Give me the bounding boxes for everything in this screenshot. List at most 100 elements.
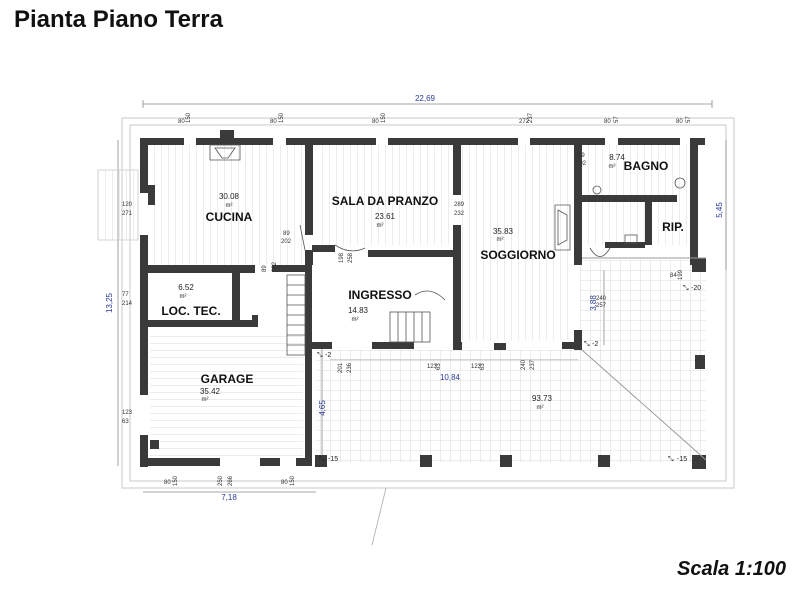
opening-label: 123 [122, 410, 133, 416]
opening-label: 120 [122, 202, 133, 208]
room-area-unit: m² [352, 317, 359, 323]
opening-label: 202 [272, 261, 278, 272]
level-marker-icon: ⤡ [584, 341, 590, 348]
room-cucina: 30.08 m² CUCINA [206, 192, 253, 224]
room-area-unit: m² [497, 237, 504, 243]
opening-label: 89 [283, 231, 290, 237]
opening-label: 250 [218, 475, 224, 486]
opening-label: 77 [122, 292, 129, 298]
opening-label: 257 [596, 303, 607, 309]
dim-garage-depth: 4,65 [318, 400, 327, 416]
level-marker-icon: ⤡ [319, 456, 325, 463]
opening-label: 89 [262, 265, 268, 272]
opening-label: 80 [164, 480, 171, 486]
opening-label: 232 [454, 211, 465, 217]
room-name: GARAGE [201, 372, 254, 386]
room-area-unit: m² [226, 203, 233, 209]
floor-hatching [97, 145, 706, 462]
room-name: CUCINA [206, 210, 253, 224]
opening-label: 289 [454, 202, 465, 208]
room-garage: GARAGE 35.42 m² [200, 372, 253, 403]
stairs [209, 144, 686, 356]
opening-label: 80 [676, 119, 683, 125]
level-markers: ⤡ -2 ⤡ -2 ⤡ -20 ⤡ -15 ⤡ -15 [317, 285, 701, 463]
opening-label: 84 [670, 273, 677, 279]
room-area: 23.61 [375, 212, 396, 221]
room-soggiorno: 35.83 m² SOGGIORNO [480, 227, 555, 262]
room-area: 35.83 [493, 227, 514, 236]
opening-label: 80 [270, 119, 277, 125]
level-portico-right: -20 [691, 285, 701, 292]
room-area: 8.74 [609, 153, 625, 162]
opening-label: 201 [338, 362, 344, 373]
room-ingresso: INGRESSO 14.83 m² [348, 288, 412, 323]
opening-label: 123 [471, 364, 482, 370]
opening-label: 150 [186, 112, 192, 123]
level-marker-icon: ⤡ [317, 352, 323, 359]
room-loc-tec: 6.52 m² LOC. TEC. [161, 283, 220, 318]
scale-label: Scala 1:100 [677, 558, 786, 580]
opening-label: 202 [281, 239, 292, 245]
opening-label: 57 [686, 116, 692, 123]
walls [140, 130, 706, 469]
opening-label: 272 [519, 119, 530, 125]
room-name: SOGGIORNO [480, 248, 555, 262]
opening-label: 198 [339, 252, 345, 263]
level-marker-icon: ⤡ [683, 285, 689, 292]
room-area: 6.52 [178, 283, 194, 292]
opening-label: 57 [614, 116, 620, 123]
room-area-unit: m² [202, 397, 209, 403]
opening-label: 80 [281, 480, 288, 486]
level-marker-icon: ⤡ [668, 456, 674, 463]
room-area-unit: m² [537, 405, 544, 411]
opening-label: 80 [178, 119, 185, 125]
opening-label: 236 [347, 362, 353, 373]
room-area: 30.08 [219, 192, 240, 201]
opening-label: 202 [576, 161, 587, 167]
room-area: 14.83 [348, 306, 369, 315]
opening-label: 237 [530, 359, 536, 370]
dim-total-width: 22,69 [415, 94, 436, 103]
opening-label: 150 [279, 112, 285, 123]
dim-portico-width: 10,84 [440, 373, 461, 382]
level-soggiorno: -2 [592, 341, 598, 348]
opening-label: 150 [381, 112, 387, 123]
room-area: 93.73 [532, 394, 553, 403]
room-name: BAGNO [624, 159, 669, 173]
room-bagno: 8.74 m² BAGNO [609, 153, 669, 173]
opening-label: 150 [290, 475, 296, 486]
opening-label: 63 [122, 419, 129, 425]
dim-right-height: 5,45 [715, 202, 724, 218]
opening-label: 240 [521, 359, 527, 370]
level-portico-bottom-right: -15 [677, 456, 687, 463]
opening-label: 266 [228, 475, 234, 486]
room-area: 35.42 [200, 387, 221, 396]
room-portico: 93.73 m² [532, 394, 553, 411]
level-ingresso: -2 [325, 352, 331, 359]
dim-garage-width: 7,18 [221, 493, 237, 502]
room-name: LOC. TEC. [161, 304, 220, 318]
portico-edges [581, 257, 707, 461]
opening-label: 89 [578, 153, 585, 159]
opening-label: 240 [596, 296, 607, 302]
room-name: RIP. [662, 220, 684, 234]
opening-label: 214 [122, 301, 133, 307]
room-area-unit: m² [377, 223, 384, 229]
room-name: INGRESSO [348, 288, 411, 302]
opening-label: 123 [427, 364, 438, 370]
plan-title: Pianta Piano Terra [14, 6, 223, 33]
opening-label: 271 [122, 211, 133, 217]
room-sala-da-pranzo: SALA DA PRANZO 23.61 m² [332, 194, 438, 229]
opening-label: 237 [528, 112, 534, 123]
level-portico-bottom-left: -15 [328, 456, 338, 463]
room-name: SALA DA PRANZO [332, 194, 438, 208]
opening-labels: 80 150 80 150 80 150 272 237 80 57 80 57… [122, 112, 692, 486]
dim-left-height: 13,25 [105, 292, 114, 313]
room-rip: RIP. [662, 220, 684, 234]
opening-label: 63 [480, 363, 486, 370]
dim-soggiorno-side: 3,88 [589, 295, 598, 311]
opening-label: 258 [348, 252, 354, 263]
opening-label: 63 [436, 363, 442, 370]
opening-label: 150 [173, 475, 179, 486]
